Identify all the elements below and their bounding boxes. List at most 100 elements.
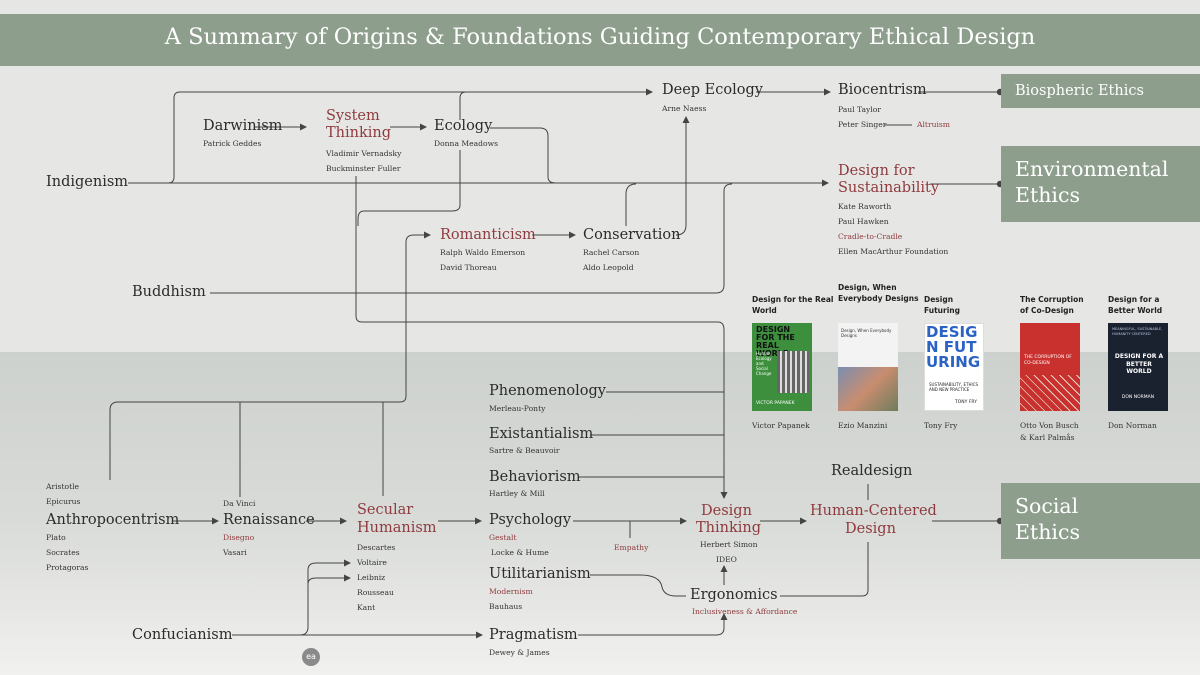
book-1-cover-subtitle: Human Ecology and Social Change: [756, 351, 772, 376]
edge-confucianism-leibniz: [307, 574, 351, 585]
node-design-for-sustainability-line1: Design for: [838, 163, 915, 179]
node-utilitarianism: Utilitarianism: [489, 566, 591, 582]
node-design-for-sustainability-line2: Sustainability: [838, 180, 940, 196]
book-1-cover-image: [777, 351, 809, 393]
node-renaissance: Renaissance: [223, 512, 315, 528]
romanticism-person: Ralph Waldo Emerson: [440, 248, 526, 257]
book-1-cover-title: DESIGN FOR THE REAL WORLD: [756, 325, 795, 358]
book-4-title: The Corruption of Co-Design: [1020, 295, 1084, 315]
book-5-author: Don Norman: [1108, 421, 1157, 430]
utilitarianism-concept: Modernism: [489, 587, 533, 596]
book-2-title: Design, When Everybody Designs: [838, 283, 919, 303]
book-1-cover-author: VICTOR PAPANEK: [756, 401, 795, 406]
anthropocentrism-person: Protagoras: [46, 563, 89, 572]
deep-ecology-person: Arne Naess: [662, 104, 707, 113]
book-1-author: Victor Papanek: [752, 421, 810, 430]
biocentrism-person: Paul Taylor: [838, 105, 881, 114]
book-4-cover-pattern: [1020, 375, 1080, 411]
utilitarianism-person: Bauhaus: [489, 602, 523, 611]
book-1-cover: DESIGN FOR THE REAL WORLD Human Ecology …: [752, 323, 812, 411]
node-human-centered-design-line1: Human-Centered: [810, 503, 937, 519]
node-pragmatism: Pragmatism: [489, 627, 578, 643]
title-bar: [0, 14, 1200, 66]
behaviorism-person: Hartley & Mill: [489, 489, 545, 498]
edge-conservation-deep: [675, 116, 690, 236]
social-ethics-line1: Social: [1015, 494, 1079, 518]
secular-person: Rousseau: [357, 588, 394, 597]
node-anthropocentrism: Anthropocentrism: [46, 512, 180, 528]
biospheric-ethics-panel: Biospheric Ethics: [1001, 74, 1200, 108]
book-5-cover-subtitle: MEANINGFUL, SUSTAINABLE, HUMANITY CENTER…: [1112, 327, 1163, 336]
node-system-thinking-line2: Thinking: [326, 125, 392, 141]
anthropocentrism-person: Plato: [46, 533, 66, 542]
book-2-cover: Design, When Everybody Designs: [838, 323, 898, 411]
book-5-title: Design for a Better World: [1108, 295, 1163, 315]
environmental-ethics-panel: Environmental Ethics: [1001, 146, 1200, 222]
book-5-cover: MEANINGFUL, SUSTAINABLE, HUMANITY CENTER…: [1108, 323, 1168, 411]
edge-ecology-deep: [459, 91, 467, 120]
book-4-author: Otto Von Busch: [1020, 421, 1079, 430]
edge-confucianism-voltaire: [299, 559, 351, 636]
edge-hcd-ergonomics: [780, 542, 869, 597]
node-ecology: Ecology: [434, 118, 493, 134]
phenomenology-person: Merleau-Ponty: [489, 404, 546, 413]
book-5-cover-author: DON NORMAN: [1121, 395, 1155, 400]
book-3-cover: DESIGN FUTURING SUSTAINABILITY, ETHICS A…: [924, 323, 984, 411]
dfs-concept: Cradle-to-Cradle: [838, 232, 903, 241]
book-4-cover: THE CORRUPTION OF CO-DESIGN: [1020, 323, 1080, 411]
secular-person: Voltaire: [357, 558, 387, 567]
anthropocentrism-above: Epicurus: [46, 497, 81, 506]
darwinism-person: Patrick Geddes: [203, 139, 262, 148]
altruism-label: Altruism: [917, 120, 951, 129]
book-3-cover-subtitle: SUSTAINABILITY, ETHICS AND NEW PRACTICE: [929, 382, 979, 392]
edge-ecology-romanticism: [357, 150, 461, 226]
edge-system-design-thinking: [355, 176, 728, 499]
book-3-title: Design Futuring: [924, 295, 960, 315]
design-thinking-person: IDEO: [716, 555, 737, 564]
secular-person: Descartes: [357, 543, 396, 552]
node-ergonomics: Ergonomics: [690, 587, 778, 603]
dfs-person: Paul Hawken: [838, 217, 889, 226]
node-biocentrism: Biocentrism: [838, 82, 927, 98]
edge-conservation-sustainability: [625, 183, 637, 226]
anthropocentrism-above: Aristotle: [46, 482, 80, 491]
node-conservation: Conservation: [583, 227, 681, 243]
psychology-person: Locke & Hume: [491, 548, 549, 557]
romanticism-person: David Thoreau: [440, 263, 497, 272]
node-realdesign: Realdesign: [831, 463, 913, 479]
conservation-person: Aldo Leopold: [583, 263, 634, 272]
social-ethics-line2: Ethics: [1015, 520, 1080, 544]
node-romanticism: Romanticism: [440, 227, 536, 243]
biocentrism-person: Peter Singer: [838, 120, 887, 129]
biospheric-ethics-label: Biospheric Ethics: [1015, 83, 1144, 99]
dfs-person: Kate Raworth: [838, 202, 892, 211]
environmental-ethics-line1: Environmental: [1015, 157, 1169, 181]
existentialism-person: Sartre & Beauvoir: [489, 446, 560, 455]
edge-aristotle-romanticism: [109, 231, 431, 480]
node-design-thinking-line1: Design: [701, 503, 752, 519]
edge-pragmatism-ergonomics: [578, 613, 728, 636]
design-thinking-person: Herbert Simon: [700, 540, 758, 549]
dfs-organization: Ellen MacArthur Foundation: [838, 247, 949, 256]
node-human-centered-design-line2: Design: [845, 521, 896, 537]
ea-logo: ea: [302, 648, 320, 666]
node-darwinism: Darwinism: [203, 118, 283, 134]
book-2-cover-title: Design, When Everybody Designs: [841, 328, 892, 338]
node-existentialism: Existantialism: [489, 426, 594, 442]
renaissance-person: Vasari: [223, 548, 247, 557]
secular-person: Leibniz: [357, 573, 386, 582]
node-buddhism: Buddhism: [132, 284, 206, 300]
social-ethics-panel: Social Ethics: [1001, 483, 1200, 559]
book-4-author-2: & Karl Palmås: [1020, 433, 1075, 442]
environmental-ethics-line2: Ethics: [1015, 183, 1080, 207]
book-2-author: Ezio Manzini: [838, 421, 888, 430]
book-1-title: Design for the Real World: [752, 295, 834, 315]
renaissance-concept: Disegno: [223, 533, 255, 542]
empathy-label: Empathy: [614, 543, 649, 552]
ecology-person: Donna Meadows: [434, 139, 499, 148]
node-behaviorism: Behaviorism: [489, 469, 581, 485]
edge-ecology-sustainability: [490, 127, 557, 184]
node-phenomenology: Phenomenology: [489, 383, 606, 399]
node-confucianism: Confucianism: [132, 627, 233, 643]
